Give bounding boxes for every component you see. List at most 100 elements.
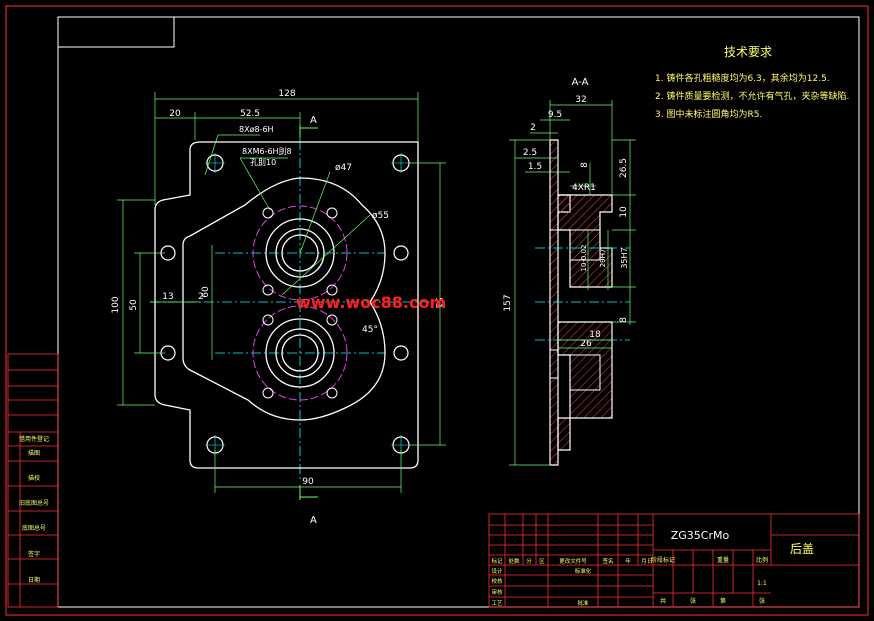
hdr-1: 处数 bbox=[508, 557, 520, 565]
row-0: 设计 bbox=[491, 567, 503, 575]
bore-bottom-mid bbox=[275, 328, 325, 378]
front-dimension-lines bbox=[117, 92, 446, 493]
section-dim-texts: 32 9.5 2 2.5 1.5 8 4XR1 26.5 10 10-0.02 … bbox=[503, 95, 629, 349]
approve-label: 批准 bbox=[577, 599, 589, 607]
title-stage-cells: 阶段标记 重量 比例 1:1 共 张 第 张 bbox=[651, 556, 768, 605]
stage-2: 比例 bbox=[756, 556, 768, 564]
dim-dia-47: ø47 bbox=[335, 163, 352, 173]
dim-52-5: 52.5 bbox=[240, 109, 260, 119]
watermark: www.woc88.com bbox=[296, 293, 446, 312]
dim-60: 60 bbox=[201, 286, 211, 298]
dim-angle: 45° bbox=[362, 325, 378, 335]
side-row-2: 底图总号 bbox=[22, 524, 46, 532]
outer-frame bbox=[5, 5, 869, 616]
hdr-5: 签名 bbox=[602, 557, 613, 565]
sec-dim-bore-1: 10-0.02 bbox=[580, 244, 588, 271]
dim-dia-55: ø55 bbox=[372, 211, 389, 221]
section-dimension-lines bbox=[509, 100, 636, 466]
callout-holes-2: 8XM6-6H刞8 bbox=[242, 147, 292, 156]
row-3: 工艺 bbox=[491, 600, 503, 607]
inner-frame bbox=[57, 16, 860, 608]
hdr-6: 年 bbox=[625, 557, 631, 565]
sheet-2: 第 bbox=[720, 597, 726, 605]
side-row-1: 旧底图总号 bbox=[19, 499, 49, 507]
cut-markers bbox=[299, 125, 318, 500]
dim-20: 20 bbox=[169, 109, 181, 119]
title-header-cells: 标记 处数 分 区 更改文件号 签名 年 月 日 bbox=[491, 557, 652, 565]
title-left-rows: 设计 校核 审核 工艺 标准化 批准 bbox=[491, 567, 591, 607]
sheet-3: 张 bbox=[759, 597, 765, 605]
section-inner-lines bbox=[550, 229, 601, 391]
sec-dim-8-top: 8 bbox=[580, 162, 590, 168]
pitch-circle-bottom bbox=[252, 305, 348, 401]
section-label: A-A bbox=[572, 77, 589, 88]
dim-100: 100 bbox=[111, 296, 121, 313]
sec-dim-9-5: 9.5 bbox=[548, 110, 562, 120]
sec-dim-bore-2: 29H7 bbox=[599, 249, 607, 268]
side-row-6: 描校 bbox=[28, 474, 40, 482]
side-row-3: 签字 bbox=[28, 550, 40, 558]
stage-1: 重量 bbox=[717, 556, 729, 564]
hdr-8: 日 bbox=[647, 558, 653, 565]
hdr-4: 更改文件号 bbox=[559, 557, 587, 565]
callout-holes-1: 8Xø8-6H bbox=[239, 125, 274, 134]
bore-bottom-inner bbox=[281, 334, 319, 372]
front-dim-texts: 128 20 52.5 8Xø8-6H 8XM6-6H刞8 孔刞10 ø47 ø… bbox=[111, 89, 443, 487]
front-boss bbox=[182, 177, 386, 421]
part-name: 后盖 bbox=[790, 542, 814, 556]
front-outline bbox=[154, 141, 419, 469]
side-table bbox=[7, 353, 59, 608]
pitch-circle-top bbox=[252, 205, 348, 301]
sec-dim-radius: 4XR1 bbox=[572, 183, 596, 193]
bolt-holes bbox=[262, 207, 338, 399]
dim-90: 90 bbox=[302, 477, 314, 487]
std-label: 标准化 bbox=[575, 567, 592, 575]
side-row-4: 日期 bbox=[28, 576, 40, 584]
sec-dim-10: 10 bbox=[619, 206, 629, 218]
sheet-0: 共 bbox=[660, 597, 666, 605]
side-row-5: 描图 bbox=[28, 449, 40, 457]
hdr-0: 标记 bbox=[491, 557, 503, 565]
dim-50: 50 bbox=[129, 299, 139, 311]
callout-holes-3: 孔刞10 bbox=[250, 158, 276, 167]
dim-13: 13 bbox=[162, 292, 173, 302]
view-marker-bottom: A bbox=[310, 515, 317, 526]
view-marker-top: A bbox=[310, 115, 317, 126]
stage-0: 阶段标记 bbox=[651, 556, 675, 564]
hdr-3: 区 bbox=[539, 558, 545, 565]
top-left-box bbox=[57, 16, 175, 48]
sec-dim-32: 32 bbox=[575, 95, 586, 105]
hdr-2: 分 bbox=[526, 557, 532, 565]
title-block-grid bbox=[488, 513, 860, 608]
section-body bbox=[549, 139, 613, 466]
bore-bottom-outer bbox=[265, 318, 335, 388]
sec-dim-2: 2 bbox=[530, 123, 536, 133]
side-row-0: 借用件登记 bbox=[19, 435, 49, 443]
bore-top-mid bbox=[275, 228, 325, 278]
row-1: 校核 bbox=[491, 577, 503, 585]
sec-dim-8-bot: 8 bbox=[619, 317, 629, 323]
bore-top-inner bbox=[281, 234, 319, 272]
dim-2: 2 bbox=[198, 292, 204, 302]
sec-dim-26: 26 bbox=[580, 339, 592, 349]
tech-item-3: 3. 图中未标注圆角均为R5. bbox=[655, 108, 762, 120]
bore-top-outer bbox=[265, 218, 335, 288]
tech-title: 技术要求 bbox=[724, 45, 772, 59]
scale-value: 1:1 bbox=[757, 580, 767, 587]
sec-dim-26-5: 26.5 bbox=[619, 158, 629, 178]
tech-item-2: 2. 铸件质量要检测，不允许有气孔，夹杂等缺陷. bbox=[655, 90, 849, 102]
sec-dim-bore-3: 35H7 bbox=[620, 247, 629, 268]
sheet-1: 张 bbox=[690, 597, 696, 605]
row-2: 审核 bbox=[491, 588, 503, 596]
dim-51: 51 bbox=[433, 297, 443, 308]
section-centerlines bbox=[535, 247, 630, 341]
sec-dim-1-5: 1.5 bbox=[528, 162, 542, 172]
sec-dim-2-5: 2.5 bbox=[523, 148, 537, 158]
material-label: ZG35CrMo bbox=[671, 529, 730, 542]
hdr-7: 月 bbox=[641, 558, 647, 565]
sec-dim-157: 157 bbox=[503, 294, 513, 311]
dim-128: 128 bbox=[278, 89, 295, 99]
sec-dim-18: 18 bbox=[589, 330, 601, 340]
tech-item-1: 1. 铸件各孔粗糙度均为6.3，其余均为12.5. bbox=[655, 72, 830, 84]
